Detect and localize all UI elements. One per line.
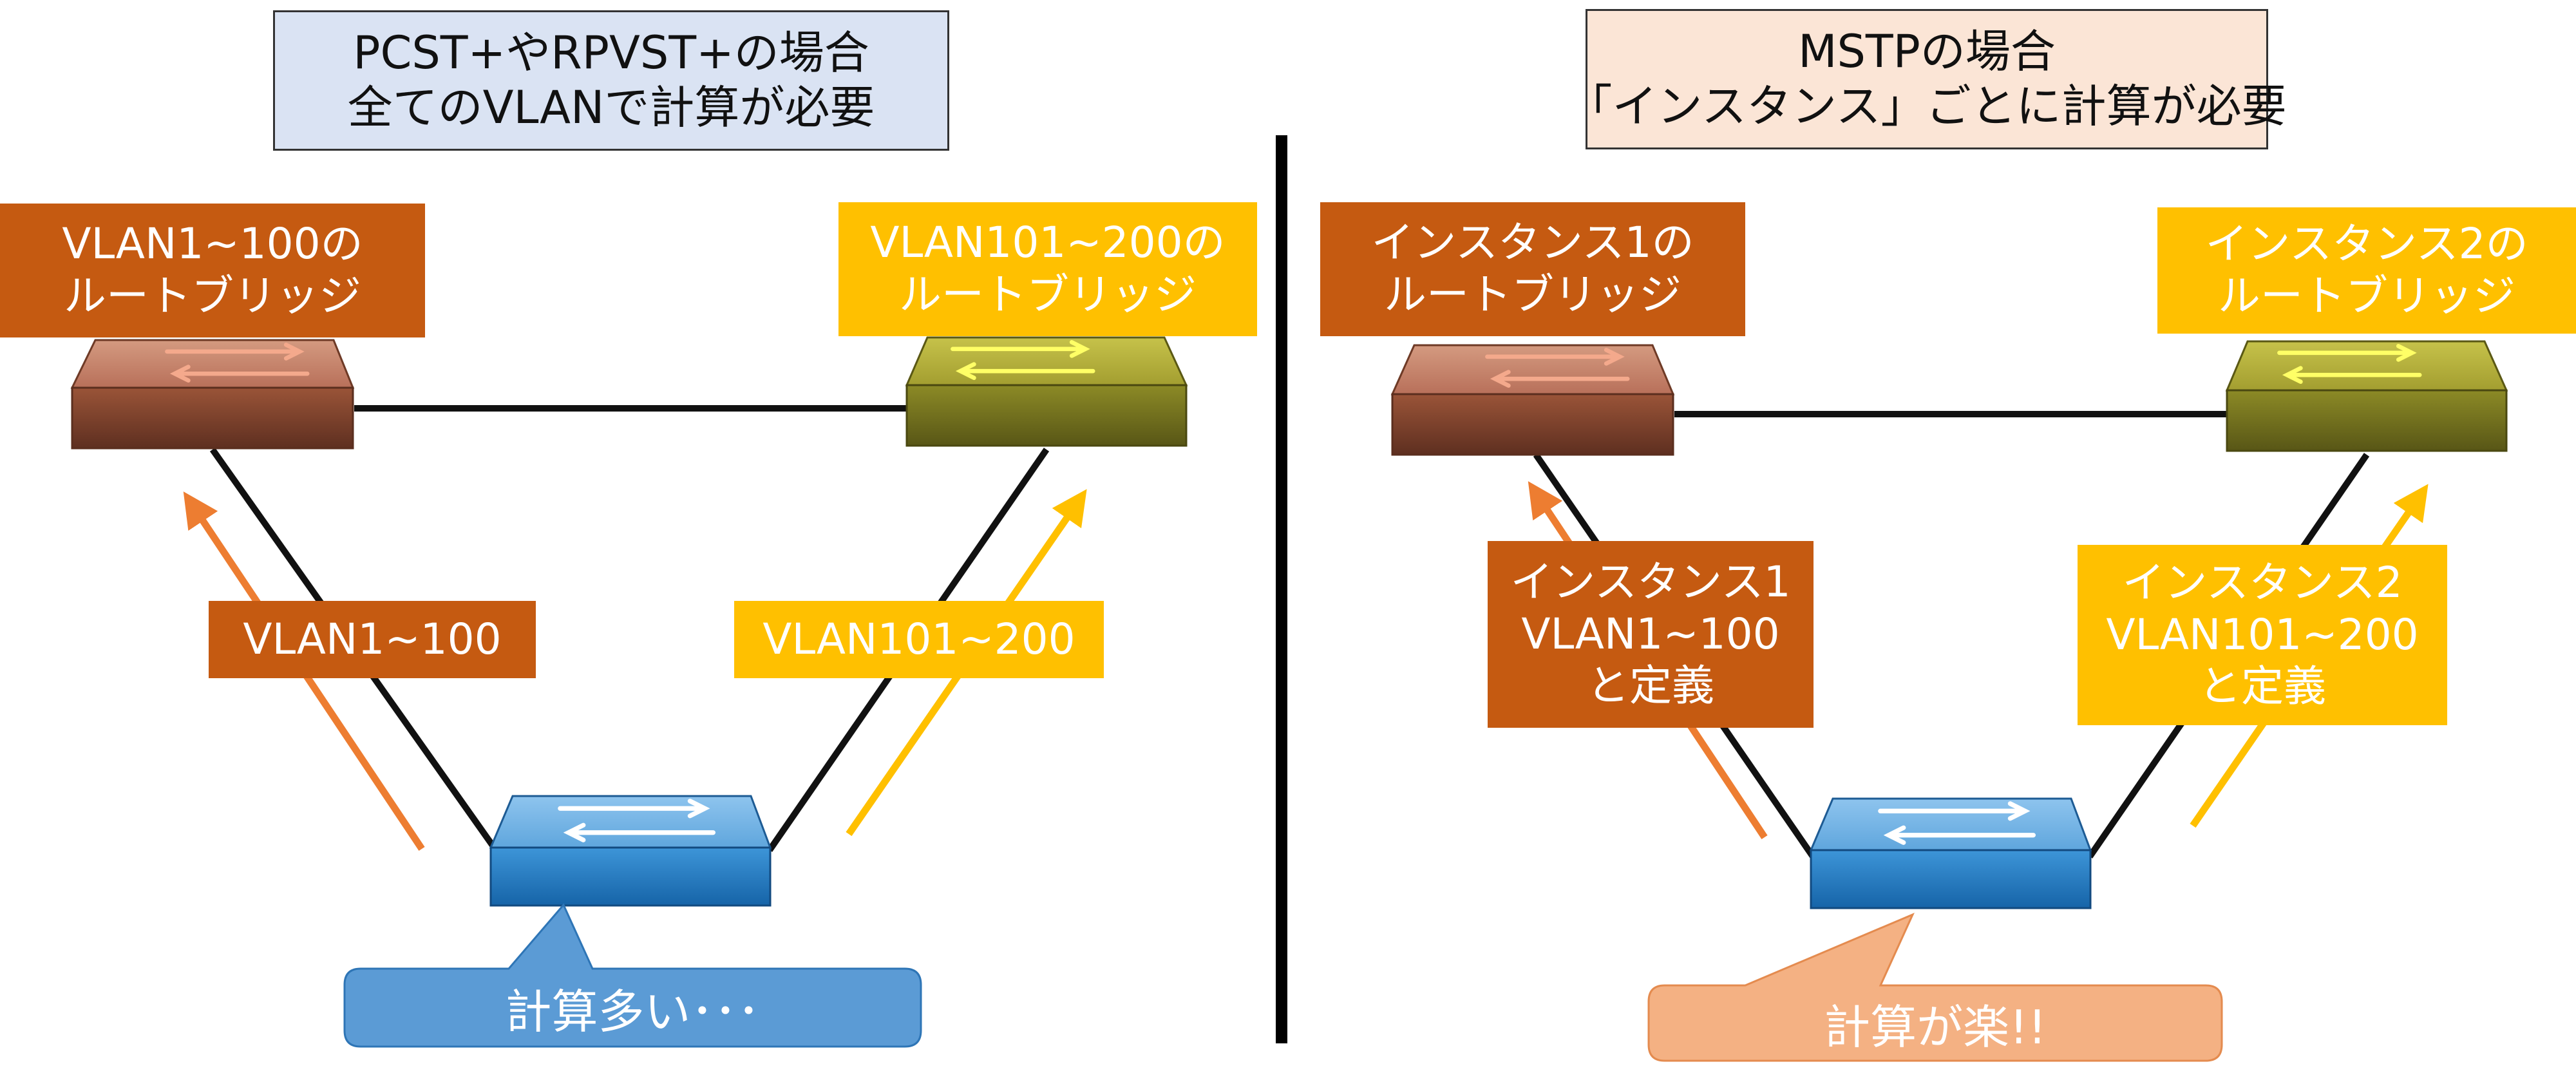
switch-icon [2225, 340, 2508, 452]
root-bridge-label-instance2: インスタンス2の ルートブリッジ [2157, 207, 2576, 334]
root-right-label-line2: ルートブリッジ [899, 270, 1197, 319]
root-right-label-r-line2: ルートブリッジ [2218, 271, 2515, 321]
title-right-line1: MSTPの場合 [1798, 24, 2056, 78]
inst1-def-line3: と定義 [1587, 661, 1714, 711]
root-bridge-label-vlan1-100: VLAN1~100の ルートブリッジ [0, 204, 425, 337]
switch-icon [1809, 797, 2092, 909]
title-left: PCST+やRPVST+の場合 全てのVLANで計算が必要 [273, 10, 949, 151]
path-label-vlan1-100: VLAN1~100 [209, 601, 536, 678]
title-left-line1: PCST+やRPVST+の場合 [353, 26, 869, 79]
root-left-label-line1: VLAN1~100の [62, 219, 363, 269]
title-right-line2: 「インスタンス」ごとに計算が必要 [1567, 80, 2287, 133]
switch-icon [70, 339, 355, 450]
title-left-line2: 全てのVLANで計算が必要 [347, 81, 875, 134]
inst1-def-line2: VLAN1~100 [1521, 609, 1780, 659]
instance1-definition-label: インスタンス1 VLAN1~100 と定義 [1488, 541, 1814, 728]
inst2-def-line3: と定義 [2199, 661, 2326, 712]
root-bridge-label-vlan101-200: VLAN101~200の ルートブリッジ [838, 202, 1257, 336]
switch-icon [905, 336, 1188, 447]
inst1-def-line1: インスタンス1 [1510, 557, 1791, 607]
inst2-def-line1: インスタンス2 [2122, 558, 2403, 608]
root-right-label-line1: VLAN101~200の [870, 218, 1226, 268]
title-right: MSTPの場合 「インスタンス」ごとに計算が必要 [1567, 9, 2287, 149]
callout-text-right: 計算が楽!! [1824, 1000, 2047, 1054]
root-right-label-r-line1: インスタンス2の [2205, 219, 2528, 269]
callout-text-left: 計算多い･･･ [505, 985, 761, 1039]
root-left-label-r-line2: ルートブリッジ [1384, 270, 1681, 319]
root-left-label-line2: ルートブリッジ [64, 271, 361, 321]
path-left-label-text: VLAN1~100 [243, 614, 502, 664]
root-left-label-r-line1: インスタンス1の [1371, 218, 1694, 268]
callout-shape-left [343, 903, 922, 1048]
root-bridge-label-instance1: インスタンス1の ルートブリッジ [1320, 202, 1745, 336]
path-right-label-text: VLAN101~200 [762, 614, 1075, 664]
switch-icon [1390, 344, 1675, 456]
path-label-vlan101-200: VLAN101~200 [734, 601, 1104, 678]
inst2-def-line2: VLAN101~200 [2106, 609, 2419, 660]
callout-shape-right [1647, 913, 2223, 1062]
switch-icon [489, 795, 772, 907]
instance2-definition-label: インスタンス2 VLAN101~200 と定義 [2078, 545, 2447, 725]
